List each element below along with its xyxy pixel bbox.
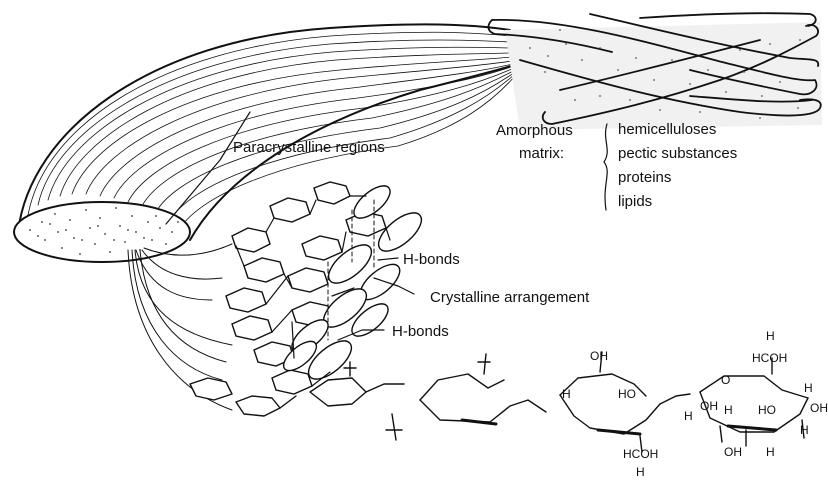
matrix-item-lipids: lipids [618, 193, 652, 210]
chem-h-1: H [636, 465, 645, 479]
chem-hcoh-1: HCOH [623, 447, 658, 461]
chem-h-4: H [724, 403, 733, 417]
crystalline-region [226, 180, 428, 394]
chem-h-6: H [800, 423, 809, 437]
amorphous-matrix-fibres [488, 13, 822, 130]
chem-h-3: H [684, 409, 693, 423]
hbonds-top-label: H-bonds [403, 251, 460, 268]
chem-oh-1: OH [590, 349, 608, 363]
chem-hcoh-2: HCOH [752, 351, 787, 365]
chem-oh-3: OH [724, 445, 742, 459]
chem-oh-4: OH [700, 399, 718, 413]
crystalline-arrangement-label: Crystalline arrangement [430, 289, 590, 306]
chem-o-ring: O [721, 373, 730, 387]
matrix-item-proteins: proteins [618, 169, 671, 186]
amorphous-label-line2: matrix: [519, 145, 564, 162]
chem-h-5: H [766, 445, 775, 459]
amorphous-label-line1: Amorphous [496, 122, 573, 139]
chem-oh-2: OH [810, 401, 828, 415]
matrix-item-hemicelluloses: hemicelluloses [618, 121, 716, 138]
chem-h-7: H [562, 387, 571, 401]
hbonds-bottom-label: H-bonds [392, 323, 449, 340]
glucose-group-labels: OH HO HCOH H H HCOH O H HO H H OH H OH H… [562, 329, 828, 479]
chem-h-2: H [804, 381, 813, 395]
chem-h-top: H [766, 329, 775, 343]
fibril-cross-section [14, 202, 190, 262]
paracrystalline-label: Paracrystalline regions [233, 139, 385, 156]
chem-ho-2: HO [758, 403, 776, 417]
chem-ho-1: HO [618, 387, 636, 401]
matrix-item-pectic-substances: pectic substances [618, 145, 737, 162]
